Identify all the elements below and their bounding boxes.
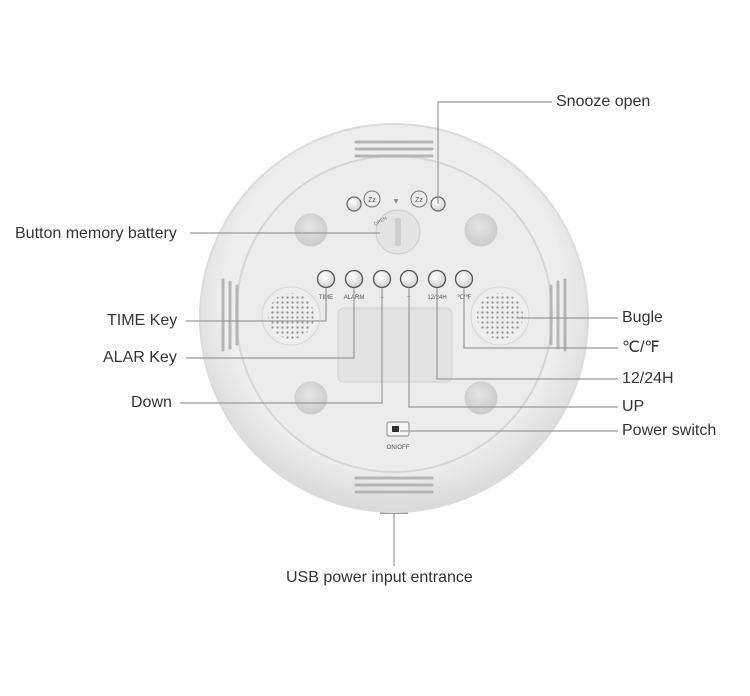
callout-up: UP: [622, 398, 645, 415]
up-button[interactable]: [399, 269, 419, 289]
leader-12-24: [436, 288, 618, 380]
leader-temp: [463, 288, 618, 349]
callout-usb-power: USB power input entrance: [286, 569, 473, 586]
leader-up: [408, 288, 618, 408]
callout-snooze-open: Snooze open: [556, 93, 651, 110]
snooze-right-icon: Zz: [410, 190, 428, 208]
bottom-vent: [354, 476, 434, 494]
callout-temp-unit: ℃/℉: [622, 339, 660, 356]
snooze-left-icon: Zz: [363, 190, 381, 208]
foot-top-left: [294, 213, 328, 247]
callout-12-24h: 12/24H: [622, 370, 674, 387]
h12-24-button[interactable]: [427, 269, 447, 289]
label-recess: [337, 307, 453, 383]
foot-top-right: [464, 213, 498, 247]
leader-snooze: [437, 101, 552, 204]
triangle-icon: ▼: [394, 198, 399, 205]
temp-unit-button[interactable]: [454, 269, 474, 289]
foot-bottom-left: [294, 381, 328, 415]
callout-bugle: Bugle: [622, 309, 663, 326]
callout-time-key: TIME Key: [107, 312, 178, 329]
snooze-button-left[interactable]: [346, 196, 362, 212]
leader-down: [180, 288, 383, 404]
svg-text:Zz: Zz: [415, 197, 423, 204]
leader-lines: [180, 101, 618, 566]
foot-bottom-right: [464, 381, 498, 415]
callout-alar-key: ALAR Key: [103, 349, 177, 366]
speaker-left: [261, 286, 321, 346]
power-switch[interactable]: [386, 421, 410, 437]
battery-compartment: OPEN: [373, 209, 421, 255]
callout-down: Down: [131, 394, 172, 411]
callout-power-switch: Power switch: [622, 422, 717, 439]
callout-button-memory-battery: Button memory battery: [15, 225, 177, 242]
onoff-label: ON/OFF: [387, 445, 410, 451]
time-button[interactable]: [316, 269, 336, 289]
svg-text:Zz: Zz: [368, 197, 376, 204]
top-vent: [354, 140, 434, 158]
alarm-button[interactable]: [344, 269, 364, 289]
leader-time: [186, 288, 327, 322]
speaker-right: [470, 286, 530, 346]
left-vent: [221, 278, 239, 352]
down-button[interactable]: [372, 269, 392, 289]
leader-alarm: [186, 288, 355, 359]
right-vent: [549, 278, 567, 352]
